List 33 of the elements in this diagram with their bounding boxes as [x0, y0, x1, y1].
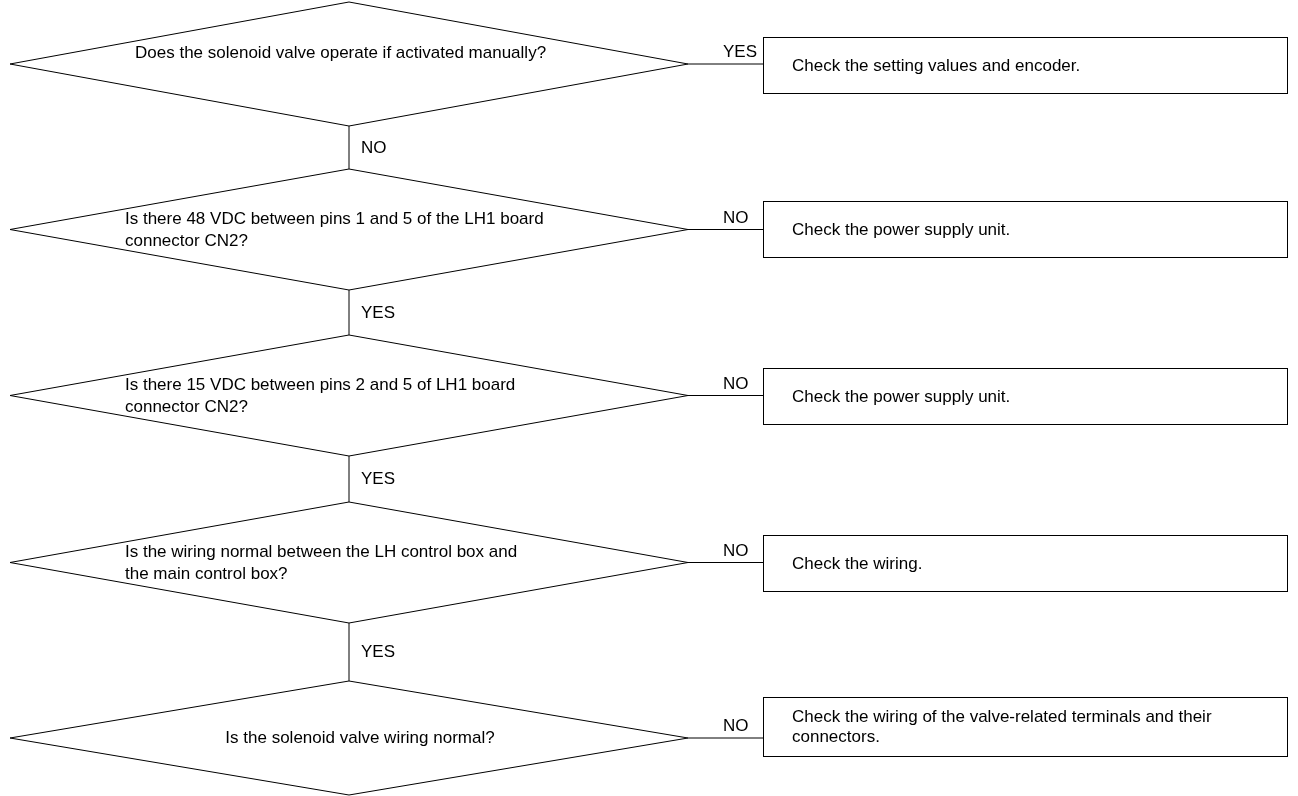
question-text: Is there 15 VDC between pins 2 and 5 of LH1 board connector CN2?	[125, 373, 517, 418]
connector-line	[687, 562, 764, 563]
action-box	[763, 697, 1288, 757]
question-text: Is there 48 VDC between pins 1 and 5 of the LH1 board connector CN2?	[125, 207, 545, 252]
action-text: Check the wiring of the valve-related terminals and their connectors.	[792, 707, 1213, 747]
action-box	[763, 368, 1288, 425]
action-text: Check the wiring.	[792, 553, 923, 574]
edge-label: NO	[723, 541, 749, 560]
connector-line	[348, 125, 350, 170]
edge-label: YES	[723, 43, 758, 61]
connector-line	[687, 63, 764, 65]
connector-line	[348, 289, 350, 336]
action-text: Check the power supply unit.	[792, 219, 1011, 240]
edge-label: NO	[723, 208, 749, 227]
edge-label: YES	[361, 470, 396, 488]
connector-line	[348, 622, 350, 682]
connector-line	[687, 395, 764, 396]
edge-label: NO	[361, 138, 387, 157]
action-box	[763, 37, 1288, 94]
connector-line	[348, 455, 350, 503]
connector-line	[687, 229, 764, 230]
edge-label: YES	[361, 643, 396, 661]
edge-label: YES	[361, 303, 396, 322]
question-text: Is the wiring normal between the LH control box and the main control box?	[125, 540, 519, 585]
edge-label: NO	[723, 374, 749, 393]
question-text: Does the solenoid valve operate if activated manually?	[135, 42, 548, 64]
connector-line	[687, 737, 764, 739]
edge-label: NO	[723, 717, 749, 735]
action-text: Check the power supply unit.	[792, 386, 1011, 407]
action-box	[763, 201, 1288, 258]
question-text: Is the solenoid valve wiring normal?	[224, 727, 496, 749]
action-text: Check the setting values and encoder.	[792, 55, 1081, 76]
action-box	[763, 535, 1288, 592]
